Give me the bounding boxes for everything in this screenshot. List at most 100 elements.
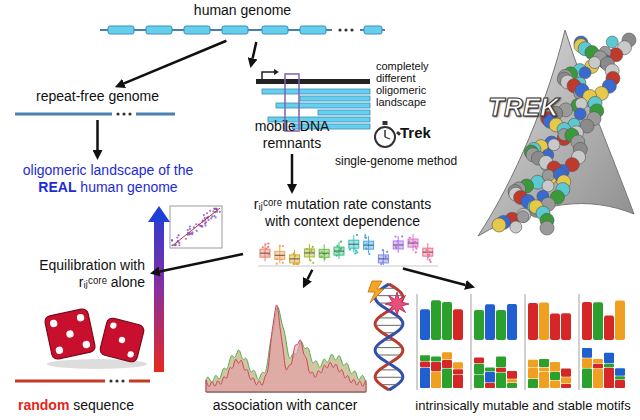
element-bar <box>256 79 370 84</box>
exon-segment <box>364 26 382 34</box>
logo-letter <box>615 301 625 340</box>
node-text: intrinsically mutable and stable motifs <box>408 397 638 414</box>
jitter-dot <box>429 261 431 263</box>
jitter-dot <box>310 250 312 252</box>
logo-letter <box>582 302 592 340</box>
node-text: mobile DNA remnants <box>222 118 362 152</box>
text-part: sequence <box>69 397 134 413</box>
box <box>290 255 300 263</box>
jitter-dot <box>409 237 411 239</box>
application-node: intrinsically mutable and stable motifs <box>408 288 638 414</box>
ellipsis-dot <box>122 112 125 115</box>
logo-letter <box>420 368 430 388</box>
flow-arrow <box>253 42 257 58</box>
scatter-dot <box>203 214 205 216</box>
scatter-dot <box>209 210 211 212</box>
logo-letter <box>593 364 603 369</box>
box <box>408 239 418 247</box>
scatter-dot <box>171 239 173 241</box>
helix-rung <box>384 340 394 341</box>
helix-rung <box>382 288 395 289</box>
rate-node: rᵢⱼᶜᵒʳᵉ mutation rate constants with con… <box>245 196 440 268</box>
logo-letter <box>474 364 484 374</box>
remnant-bar <box>318 110 370 115</box>
helix-rung <box>375 325 403 326</box>
die-pip <box>66 330 75 339</box>
jitter-dot <box>309 259 311 261</box>
logo-letter <box>496 357 506 368</box>
flow-arrow <box>160 254 243 272</box>
helix-rung <box>381 384 397 385</box>
jitter-dot <box>394 235 396 237</box>
scatter-dot <box>187 229 189 231</box>
scatter-dot <box>213 215 215 217</box>
jitter-dot <box>429 259 431 261</box>
jitter-dot <box>428 254 430 256</box>
ellipsis-dot <box>121 379 124 382</box>
badge-chevron <box>478 30 634 236</box>
node-text: association with cancer <box>200 397 370 414</box>
die-pip <box>49 319 58 328</box>
atom-sphere <box>510 221 522 233</box>
jitter-dot <box>324 258 326 260</box>
jitter-dot <box>282 261 284 263</box>
scatter-dot <box>189 228 191 230</box>
jitter-dot <box>295 263 297 265</box>
logo-letter <box>485 367 495 371</box>
jitter-dot <box>401 235 403 237</box>
logo-letter <box>431 357 441 362</box>
jitter-dot <box>321 251 323 253</box>
die-pip <box>118 336 126 344</box>
box <box>393 241 403 249</box>
exon-segment <box>184 26 210 34</box>
jitter-dot <box>267 243 269 245</box>
logo-letter <box>561 313 571 340</box>
scatter-dot <box>178 244 180 246</box>
node-text: rᵢⱼᶜᵒʳᵉ mutation rate constants with con… <box>245 196 440 230</box>
jitter-dot <box>276 258 278 260</box>
logo-letter <box>604 315 614 340</box>
sequence-line <box>129 380 150 383</box>
jitter-dot <box>312 262 314 264</box>
exon-segment <box>262 26 288 34</box>
dna-helix <box>368 281 409 390</box>
logo-letter <box>561 384 571 388</box>
logo-letter <box>485 304 495 340</box>
box <box>349 240 359 248</box>
atom-sphere <box>492 218 506 232</box>
jitter-dot <box>384 256 386 258</box>
scatter-dot <box>201 225 203 227</box>
axis-line <box>258 266 438 267</box>
flow-arrow <box>403 269 465 285</box>
logo-letter <box>539 302 549 340</box>
logo-letter <box>528 360 538 368</box>
jitter-dot <box>276 263 278 265</box>
box <box>334 247 344 255</box>
die-pip <box>82 340 91 349</box>
die-pip <box>110 322 118 330</box>
scatter-dot <box>210 217 212 219</box>
jitter-dot <box>320 255 322 257</box>
stopwatch-hand <box>384 130 386 137</box>
helix-rung <box>378 317 400 318</box>
box <box>319 249 329 257</box>
promoter-arrowhead <box>274 69 279 75</box>
jitter-dot <box>365 237 367 239</box>
application-node: association with cancer <box>200 290 370 414</box>
box <box>260 249 270 257</box>
logo-letter <box>593 359 603 363</box>
ellipsis-dot <box>338 28 341 31</box>
fit-line <box>172 208 220 246</box>
exon-segment <box>108 26 134 34</box>
stopwatch-face <box>375 127 395 147</box>
stopwatch-hand <box>385 137 390 139</box>
box <box>423 248 433 256</box>
logo-letter <box>528 303 538 340</box>
jitter-dot <box>264 243 266 245</box>
die-pip <box>55 346 64 355</box>
jitter-dot <box>339 249 341 251</box>
jitter-dot <box>280 258 282 260</box>
helix-rung <box>375 377 403 378</box>
ellipsis-dot <box>115 379 118 382</box>
flow-arrow <box>307 270 312 280</box>
